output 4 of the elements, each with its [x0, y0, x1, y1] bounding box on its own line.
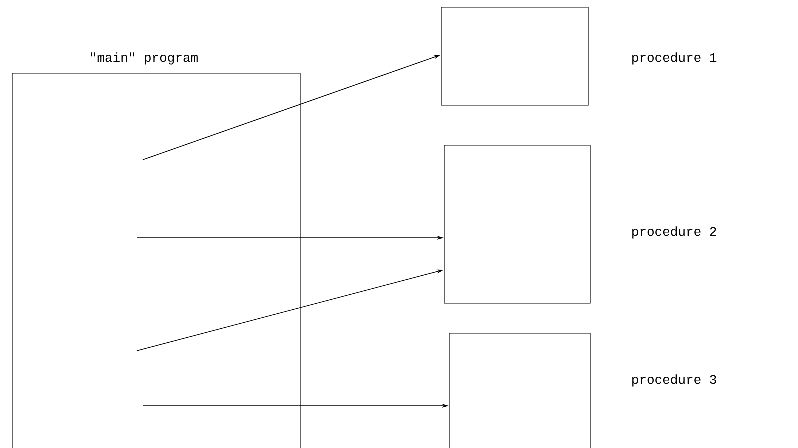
box-heading: procedure 1	[632, 52, 717, 65]
box-heading: "main" program	[91, 52, 198, 65]
box-heading: procedure 2	[632, 226, 716, 239]
box-heading: procedure 3	[632, 374, 716, 387]
